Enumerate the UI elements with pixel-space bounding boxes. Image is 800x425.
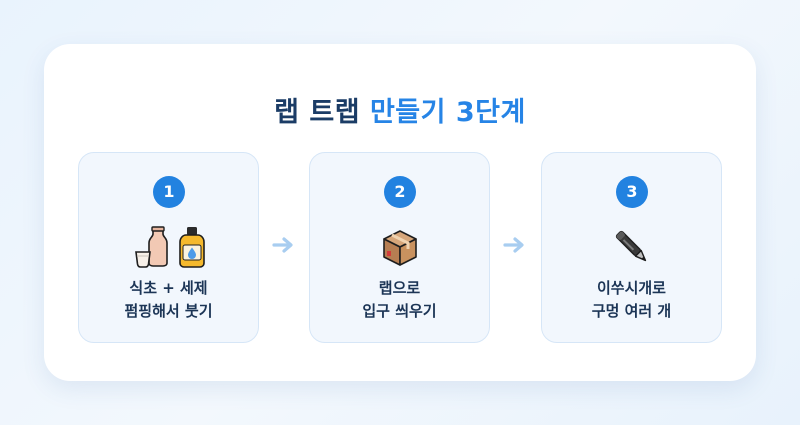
pen-icon	[615, 230, 646, 262]
step-number-badge: 3	[616, 176, 648, 208]
title-part-dark: 랩 트랩	[274, 97, 361, 128]
step-description: 랩으로 입구 씌우기	[310, 277, 489, 323]
step-desc-line1: 랩으로	[378, 279, 421, 297]
page-title: 랩 트랩 만들기 3단계	[44, 90, 756, 129]
step-desc-line1: 식초 + 세제	[129, 279, 208, 297]
sake-bottle-icon	[134, 226, 168, 268]
step-icons	[542, 225, 721, 269]
step-description: 이쑤시개로 구멍 여러 개	[542, 277, 721, 323]
detergent-bottle-icon	[178, 227, 205, 268]
step-desc-line1: 이쑤시개로	[596, 279, 666, 297]
step-desc-line2: 구멍 여러 개	[591, 302, 672, 320]
step-icons	[79, 225, 258, 269]
step-card-2: 2 랩으로 입구 씌우기	[309, 152, 490, 343]
step-number-badge: 2	[384, 176, 416, 208]
right-arrow-icon	[272, 237, 293, 253]
step-desc-line2: 펌핑해서 붓기	[124, 302, 213, 320]
title-part-blue: 만들기 3단계	[369, 97, 526, 128]
main-card: 랩 트랩 만들기 3단계 1 식초 + 세제 펌핑해서 붓기	[44, 44, 756, 381]
package-box-icon	[382, 230, 417, 266]
step-icons	[310, 225, 489, 269]
step-card-1: 1 식초 + 세제 펌핑해서 붓기	[78, 152, 259, 343]
step-card-3: 3 이쑤시개로 구멍 여러 개	[541, 152, 722, 343]
step-description: 식초 + 세제 펌핑해서 붓기	[79, 277, 258, 323]
step-number-badge: 1	[153, 176, 185, 208]
right-arrow-icon	[503, 237, 524, 253]
step-desc-line2: 입구 씌우기	[362, 302, 437, 320]
